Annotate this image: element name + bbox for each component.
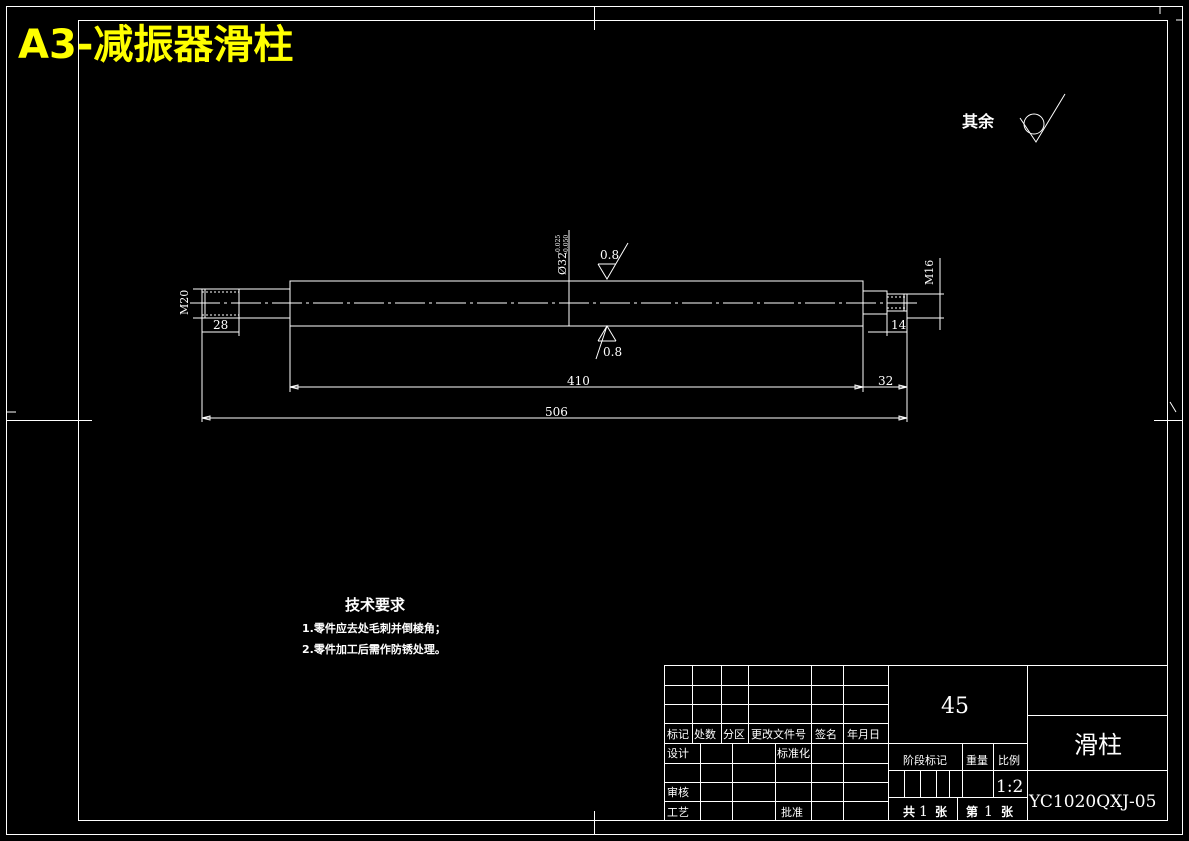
tb-scale-label: 比例 [998, 753, 1020, 767]
tech-req-item-1: 1.零件应去处毛刺并倒棱角； [302, 621, 446, 635]
tb-drawing-no: YC1020QXJ-05 [1028, 792, 1156, 812]
corner-mark-tr [1159, 6, 1183, 21]
dim-right-thread: M16 [923, 260, 936, 285]
dim-main-dia-tol-lower: -0.050 [563, 235, 570, 254]
tb-col-zone: 分区 [723, 728, 745, 741]
tb-col-sign: 签名 [815, 727, 837, 741]
dim-main-length: 410 [567, 374, 590, 388]
tb-col-count: 处数 [694, 728, 716, 741]
dim-main-dia-tol-upper: -0.025 [555, 235, 562, 254]
tb-stage-label: 阶段标记 [903, 753, 947, 767]
tb-part-name: 滑柱 [1074, 731, 1122, 759]
dim-left-thread: M20 [178, 290, 191, 315]
roughness-symbol-icon [1019, 93, 1066, 143]
corner-mark-r [6, 401, 1177, 413]
outer-border [6, 6, 1183, 835]
tb-material: 45 [941, 694, 969, 719]
roughness-bottom-value: 0.8 [603, 345, 622, 359]
roughness-other-label: 其余 [962, 112, 995, 131]
tb-sheet-unit: 张 [935, 804, 948, 819]
dim-left-length: 28 [213, 318, 228, 332]
roughness-bottom-icon [575, 325, 617, 360]
title-block [664, 665, 1168, 821]
dim-main-dia: Ø32 [556, 252, 569, 275]
drawing-title: A3-减振器滑柱 [18, 22, 293, 68]
tb-sheet-unit2: 张 [1001, 804, 1014, 819]
tb-design-label: 设计 [667, 747, 689, 760]
tb-scale: 1:2 [996, 777, 1023, 797]
tb-sheets-total-label: 共 [903, 804, 915, 819]
tb-col-date: 年月日 [847, 727, 880, 741]
dim-end-length: 32 [878, 374, 893, 388]
tech-req-item-2: 2.零件加工后需作防锈处理。 [302, 642, 446, 656]
tb-sheets-total: 1 [919, 804, 928, 820]
dim-total-length: 506 [545, 405, 568, 419]
tb-process-label: 工艺 [667, 806, 689, 819]
inner-border [78, 20, 1168, 821]
roughness-top-value: 0.8 [600, 248, 619, 262]
tech-req-title: 技术要求 [345, 596, 406, 614]
tb-col-doc: 更改文件号 [751, 727, 806, 741]
tb-approve-label: 批准 [781, 805, 803, 819]
tb-sheet-no-label: 第 [966, 804, 978, 819]
tb-sheet-no: 1 [984, 804, 993, 820]
dim-right-length: 14 [891, 318, 907, 332]
tb-review-label: 审核 [667, 785, 689, 799]
tb-standard-label: 标准化 [777, 746, 810, 760]
tb-col-mark: 标记 [667, 727, 689, 741]
roughness-top-icon [597, 242, 629, 280]
tb-weight-label: 重量 [966, 753, 988, 767]
